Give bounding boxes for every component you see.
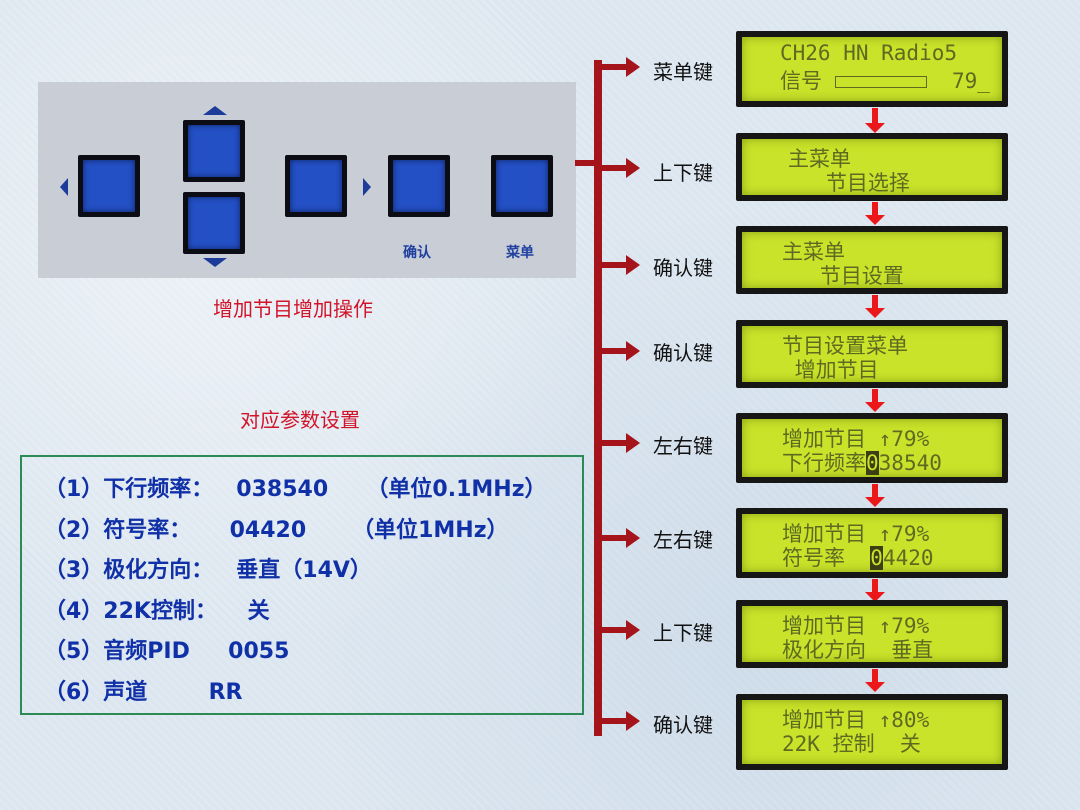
lcd-text: 79_ (926, 69, 990, 93)
lcd-cursor: 0 (866, 451, 879, 475)
down-arrow-icon (865, 579, 885, 602)
param-row: （4）22K控制： 关 (44, 599, 270, 624)
lcd-line-1: 主菜单 (788, 147, 851, 171)
lcd-line-1: CH26 HN Radio5 (780, 41, 958, 65)
lcd-line-2: 极化方向 垂直 (782, 638, 934, 662)
right-key[interactable] (285, 155, 347, 217)
branch-arrow-icon (626, 528, 640, 548)
lcd-screen: 增加节目 ↑79% 下行频率038540 (736, 413, 1008, 483)
step-key-label: 确认键 (653, 713, 713, 737)
lcd-line-2: 符号率 04420 (782, 542, 934, 572)
param-row: （2）符号率： 04420 （单位1MHz） (44, 518, 509, 543)
menu-key-label: 菜单 (506, 245, 534, 261)
lcd-screen: 增加节目 ↑79% 极化方向 垂直 (736, 600, 1008, 668)
down-arrow-icon (865, 108, 885, 133)
param-row: （6）声道 RR (44, 680, 243, 705)
down-arrow-icon (865, 484, 885, 507)
lcd-screen: 增加节目 ↑79% 符号率 04420 (736, 508, 1008, 578)
branch-line (600, 535, 628, 541)
lcd-line-1: 增加节目 ↑79% (782, 614, 930, 638)
params-title: 对应参数设置 (240, 408, 360, 432)
branch-line (600, 262, 628, 268)
step-key-label: 上下键 (653, 161, 713, 185)
up-arrow-icon (203, 106, 227, 115)
down-arrow-icon (865, 669, 885, 692)
lcd-line-2: 增加节目 (782, 358, 879, 382)
lcd-screen: 主菜单 节目设置 (736, 226, 1008, 294)
lcd-line-1: 节目设置菜单 (782, 334, 908, 358)
lcd-line-2: 节目选择 (788, 171, 910, 195)
lcd-line-1: 增加节目 ↑80% (782, 708, 930, 732)
branch-line (600, 718, 628, 724)
lcd-text: 38540 (878, 451, 942, 475)
branch-arrow-icon (626, 620, 640, 640)
param-row: （1）下行频率： 038540 （单位0.1MHz） (44, 477, 547, 502)
signal-bar (834, 76, 927, 88)
lcd-line-1: 增加节目 ↑79% (782, 522, 930, 546)
keypad-panel: 确认 菜单 (38, 82, 576, 278)
step-key-label: 左右键 (653, 434, 713, 458)
branch-arrow-icon (626, 57, 640, 77)
lcd-line-1: 主菜单 (782, 240, 845, 264)
confirm-key-label: 确认 (403, 245, 431, 261)
branch-line (600, 64, 628, 70)
branch-arrow-icon (626, 711, 640, 731)
down-key[interactable] (183, 192, 245, 254)
lcd-text: 信号 (780, 69, 835, 93)
branch-line (600, 165, 628, 171)
left-key[interactable] (78, 155, 140, 217)
branch-arrow-icon (626, 255, 640, 275)
step-key-label: 左右键 (653, 528, 713, 552)
lcd-text: 下行频率 (782, 451, 866, 475)
menu-key[interactable] (491, 155, 553, 217)
branch-arrow-icon (626, 433, 640, 453)
lcd-line-2: 22K 控制 关 (782, 732, 921, 756)
step-key-label: 上下键 (653, 621, 713, 645)
lcd-line-1: 增加节目 ↑79% (782, 427, 930, 451)
down-arrow-icon (865, 389, 885, 412)
connector-line (575, 160, 599, 166)
step-key-label: 菜单键 (653, 60, 713, 84)
step-key-label: 确认键 (653, 256, 713, 280)
up-key[interactable] (183, 120, 245, 182)
lcd-line-2: 下行频率038540 (782, 447, 942, 477)
right-arrow-icon (363, 178, 371, 196)
lcd-line-2: 节目设置 (782, 264, 904, 288)
lcd-cursor: 0 (870, 546, 883, 570)
flow-trunk (594, 60, 602, 736)
param-row: （5）音频PID 0055 (44, 639, 290, 664)
down-arrow-icon (865, 202, 885, 225)
branch-line (600, 440, 628, 446)
lcd-screen: 节目设置菜单 增加节目 (736, 320, 1008, 388)
lcd-line-2: 信号 79_ (780, 65, 990, 95)
lcd-text: 符号率 (782, 546, 871, 570)
down-arrow-icon (865, 295, 885, 318)
branch-arrow-icon (626, 341, 640, 361)
branch-arrow-icon (626, 158, 640, 178)
keypad-caption: 增加节目增加操作 (213, 297, 373, 321)
lcd-screen: 主菜单 节目选择 (736, 133, 1008, 201)
params-box: （1）下行频率： 038540 （单位0.1MHz） （2）符号率： 04420… (20, 455, 584, 715)
confirm-key[interactable] (388, 155, 450, 217)
lcd-text: 4420 (882, 546, 934, 570)
param-row: （3）极化方向： 垂直（14V） (44, 558, 372, 583)
branch-line (600, 627, 628, 633)
step-key-label: 确认键 (653, 341, 713, 365)
branch-line (600, 348, 628, 354)
lcd-screen: CH26 HN Radio5 信号 79_ (736, 31, 1008, 107)
lcd-screen: 增加节目 ↑80% 22K 控制 关 (736, 694, 1008, 770)
left-arrow-icon (60, 178, 68, 196)
down-arrow-icon (203, 258, 227, 267)
